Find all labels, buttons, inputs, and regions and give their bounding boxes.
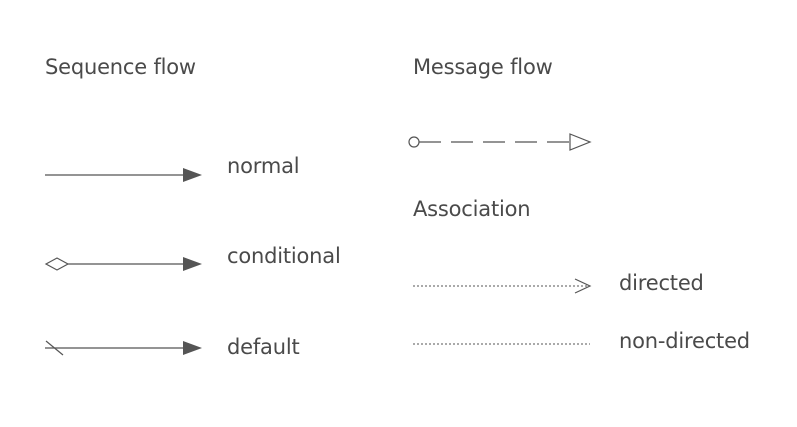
association-title: Association bbox=[413, 197, 531, 221]
directed-label: directed bbox=[619, 271, 704, 295]
normal-label: normal bbox=[227, 154, 300, 178]
non-directed-label: non-directed bbox=[619, 329, 750, 353]
default-label: default bbox=[227, 335, 300, 359]
slash-start-arrow-icon bbox=[45, 340, 202, 356]
conditional-label: conditional bbox=[227, 244, 341, 268]
dotted-open-arrow-icon bbox=[413, 278, 592, 294]
arrow-line-icon bbox=[45, 168, 202, 182]
message-flow-title: Message flow bbox=[413, 55, 553, 79]
diamond-start-arrow-icon bbox=[44, 257, 202, 271]
sequence-flow-title: Sequence flow bbox=[45, 55, 196, 79]
dashed-circle-open-arrow-icon bbox=[408, 133, 592, 151]
